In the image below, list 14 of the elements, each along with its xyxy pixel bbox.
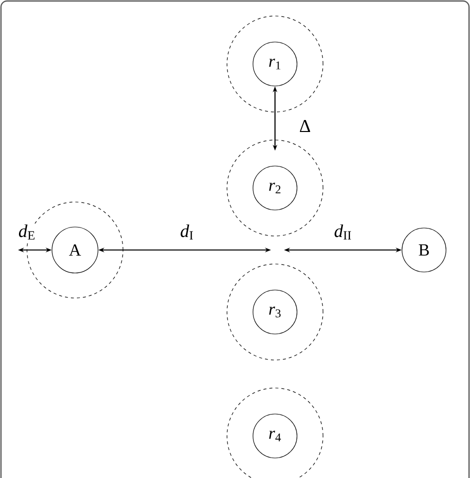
- edge-label: d$_{I}$: [179, 223, 195, 241]
- dashed-circle: [226, 264, 324, 360]
- edge-label: Δ: [298, 119, 312, 133]
- circle-node: A: [52, 226, 98, 274]
- circle-node: r$_{4}$: [252, 414, 298, 458]
- dashed-circle: [226, 16, 324, 112]
- dashed-circle: [26, 202, 124, 298]
- circle-node: B: [402, 228, 446, 272]
- dashed-circle: [226, 140, 324, 236]
- edge-label: d$_{E}$: [17, 223, 37, 241]
- circle-node: r$_{2}$: [252, 166, 298, 210]
- circle-node: r$_{1}$: [252, 42, 298, 86]
- edge-label: d$_{II}$: [333, 223, 353, 241]
- circle-node: r$_{3}$: [252, 290, 298, 334]
